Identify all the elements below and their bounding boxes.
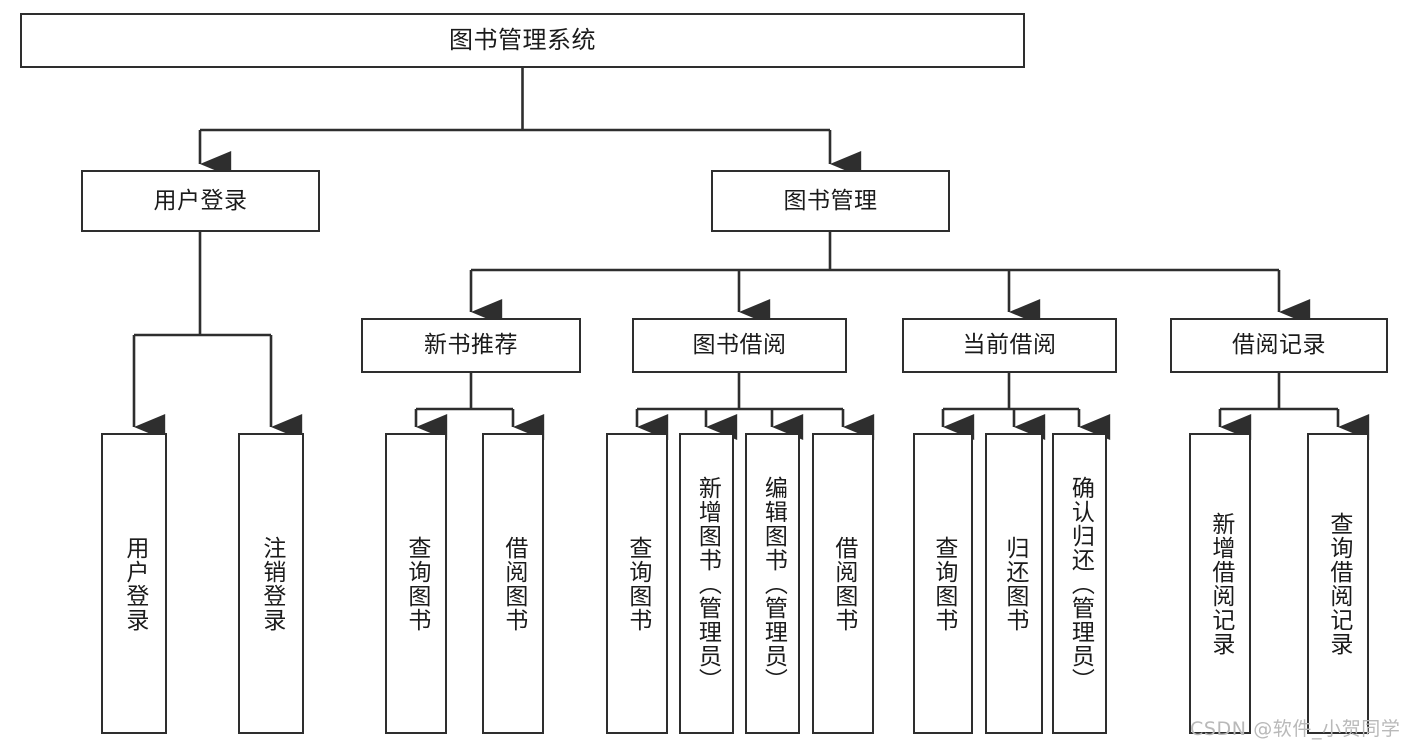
node-user-login[interactable]: 用户登录 xyxy=(81,170,320,232)
node-label: 查询图书 xyxy=(624,535,651,632)
node-label: 新增借阅记录 xyxy=(1207,511,1234,656)
node-root-book-management-system[interactable]: 图书管理系统 xyxy=(20,13,1025,68)
node-label: 确认归还（管理员） xyxy=(1067,475,1094,692)
leaf-node-confirm-return-admin[interactable]: 确认归还（管理员） xyxy=(1052,433,1107,734)
node-label: 当前借阅 xyxy=(962,332,1057,359)
node-new-book-recommendation[interactable]: 新书推荐 xyxy=(361,318,581,373)
node-label: 用户登录 xyxy=(121,535,148,632)
node-current-borrowing[interactable]: 当前借阅 xyxy=(902,318,1117,373)
node-label: 查询图书 xyxy=(403,535,430,632)
node-label: 新增图书（管理员） xyxy=(694,475,721,692)
node-label: 图书管理 xyxy=(783,187,878,214)
node-label: 编辑图书（管理员） xyxy=(760,475,787,692)
node-label: 查询图书 xyxy=(930,535,957,632)
node-book-management[interactable]: 图书管理 xyxy=(711,170,950,232)
leaf-node-edit-book-admin[interactable]: 编辑图书（管理员） xyxy=(745,433,800,734)
node-label: 借阅图书 xyxy=(830,535,857,632)
leaf-node-add-borrow-record[interactable]: 新增借阅记录 xyxy=(1189,433,1251,734)
leaf-node-add-book-admin[interactable]: 新增图书（管理员） xyxy=(679,433,734,734)
node-label: 注销登录 xyxy=(258,535,285,632)
node-label: 用户登录 xyxy=(153,187,248,214)
leaf-node-query-borrow-record[interactable]: 查询借阅记录 xyxy=(1307,433,1369,734)
node-book-borrowing[interactable]: 图书借阅 xyxy=(632,318,847,373)
node-label: 借阅图书 xyxy=(500,535,527,632)
leaf-node-return-book[interactable]: 归还图书 xyxy=(985,433,1043,734)
node-label: 借阅记录 xyxy=(1232,332,1326,359)
leaf-node-query-books-rec[interactable]: 查询图书 xyxy=(385,433,447,734)
node-borrowing-record[interactable]: 借阅记录 xyxy=(1170,318,1388,373)
node-label: 图书借阅 xyxy=(692,332,787,359)
node-label: 图书管理系统 xyxy=(449,25,596,54)
leaf-node-borrow-books-rec[interactable]: 借阅图书 xyxy=(482,433,544,734)
leaf-node-query-books-borrow[interactable]: 查询图书 xyxy=(606,433,668,734)
node-label: 查询借阅记录 xyxy=(1325,511,1352,656)
leaf-node-user-login[interactable]: 用户登录 xyxy=(101,433,167,734)
leaf-node-query-books-current[interactable]: 查询图书 xyxy=(913,433,973,734)
node-label: 新书推荐 xyxy=(424,332,518,359)
node-label: 归还图书 xyxy=(1001,535,1028,632)
leaf-node-lend-book[interactable]: 借阅图书 xyxy=(812,433,874,734)
csdn-watermark: CSDN @软件_小贺同学 xyxy=(1190,718,1401,740)
leaf-node-logout[interactable]: 注销登录 xyxy=(238,433,304,734)
